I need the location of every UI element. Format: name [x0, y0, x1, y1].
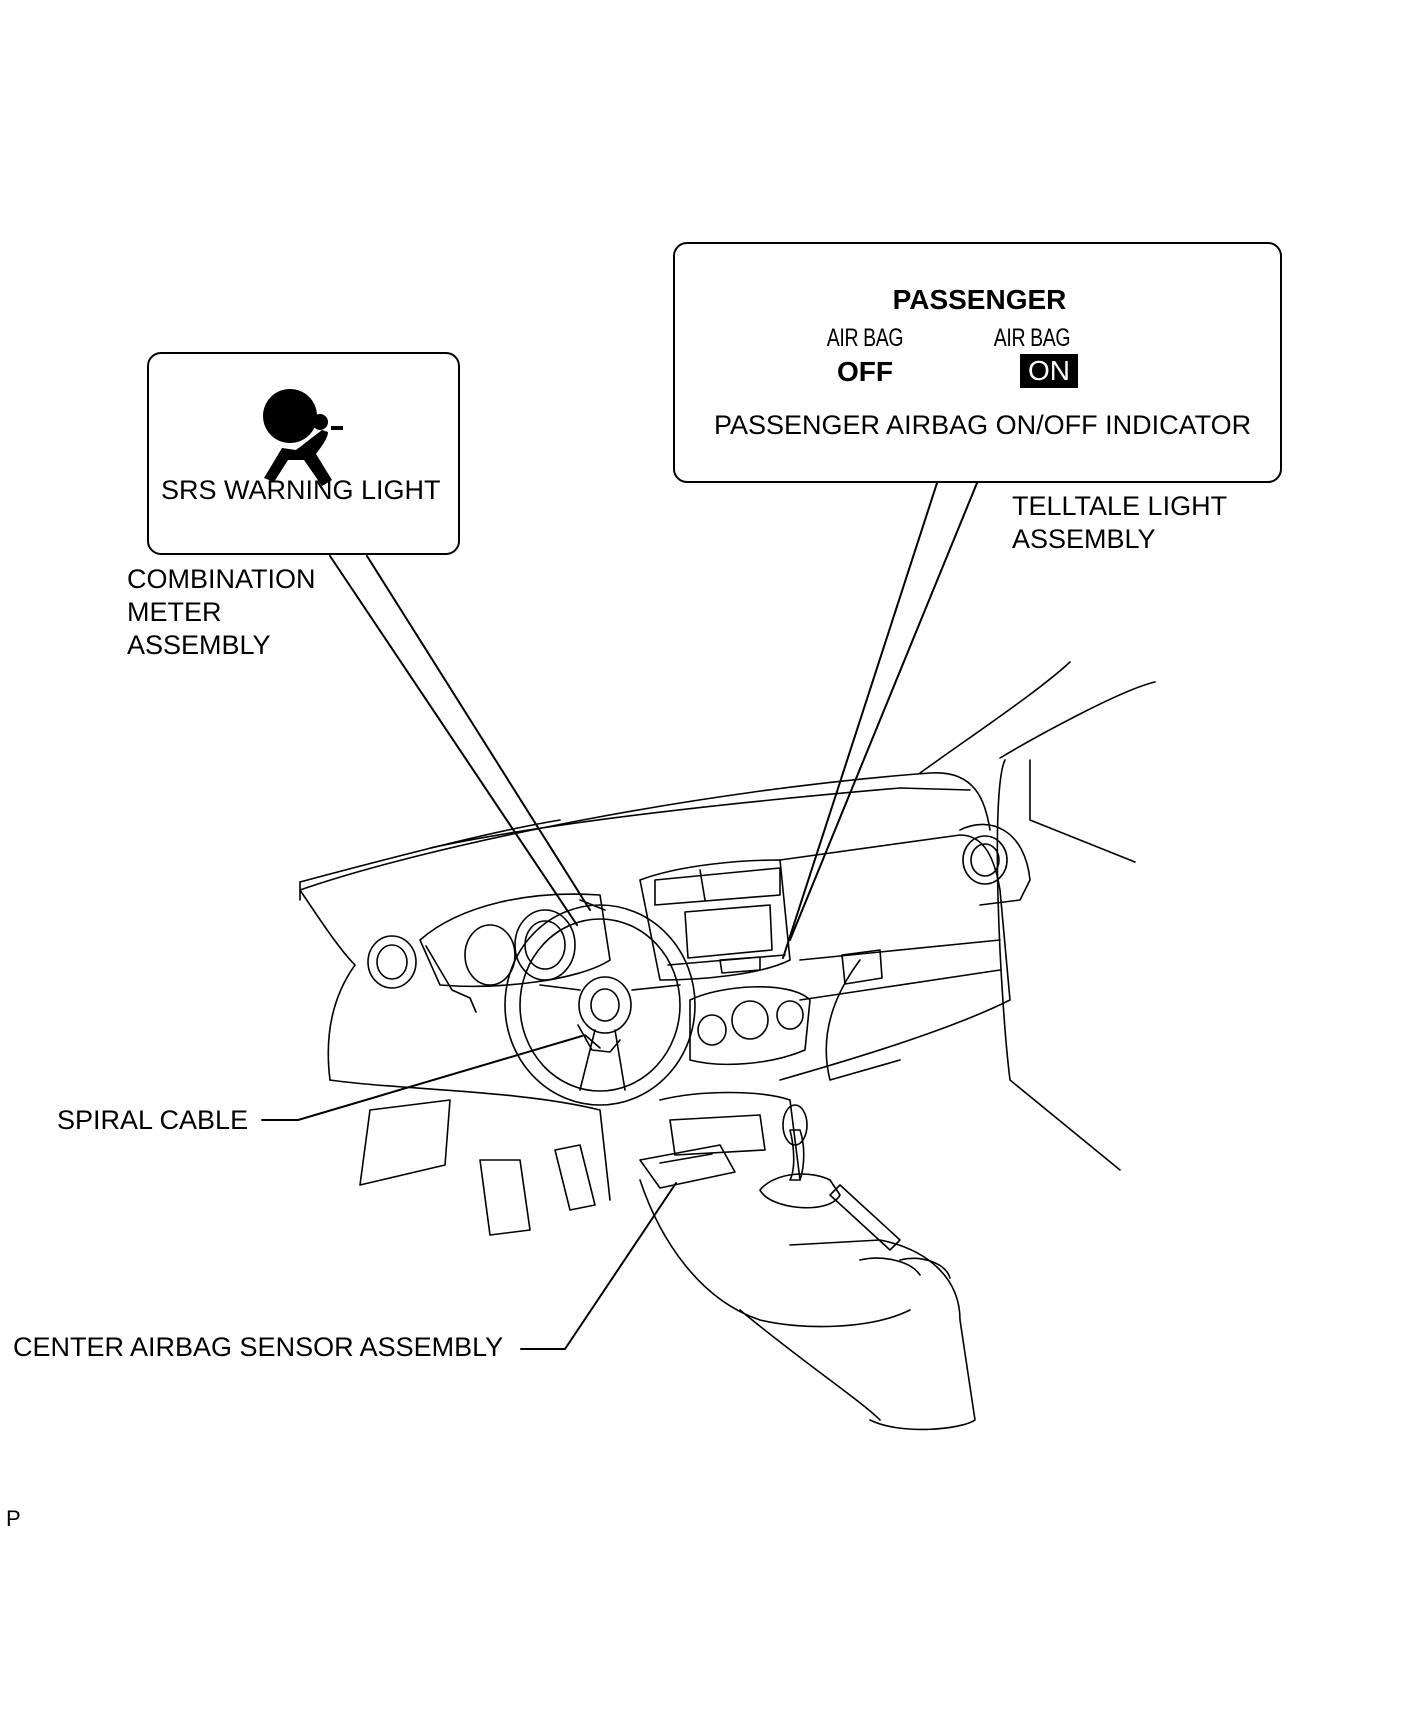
corner-code: P [6, 1506, 21, 1531]
center-stack [639, 859, 791, 981]
climate-knob-left [697, 1014, 727, 1046]
right-vent [962, 835, 1008, 885]
a-pillar-inner [999, 681, 1156, 759]
dash-right-face [779, 834, 1011, 1081]
dash-right-lower [825, 959, 901, 1081]
shifter-knob [782, 1104, 808, 1146]
hazard-strip [667, 954, 786, 974]
right-dash-end [959, 823, 1031, 906]
telltale-light-label: TELLTALE LIGHT ASSEMBLY [1012, 491, 1228, 554]
console-armrest [789, 1239, 976, 1431]
console-front [659, 1091, 801, 1181]
dash-left-side [299, 889, 356, 1081]
indicator-heading: PASSENGER [892, 284, 1067, 315]
console-rear [739, 1309, 881, 1421]
indicator-right-state: ON [1020, 354, 1078, 388]
climate-knob-center [731, 1000, 769, 1040]
left-vent-inner [376, 944, 408, 980]
dash-top [299, 772, 991, 891]
center-airbag-sensor-label: CENTER AIRBAG SENSOR ASSEMBLY [13, 1332, 504, 1362]
indicator-left-state: OFF [837, 356, 893, 387]
steering-wheel-rim-inner [519, 918, 681, 1092]
sensor-unit [639, 1144, 736, 1189]
leader-srs-left [329, 555, 578, 926]
srs-callout-box: SRS WARNING LIGHT [147, 352, 460, 555]
lower-dash-left [329, 1079, 611, 1201]
display-screen [684, 904, 773, 959]
climate-panel [689, 986, 811, 1066]
center-vents [654, 867, 781, 906]
leader-spiral-cable [261, 1035, 583, 1121]
combination-meter-label: COMBINATION METER ASSEMBLY [127, 564, 316, 660]
leader-center-sensor [520, 1182, 677, 1350]
leader-telltale-left [782, 482, 938, 959]
door-frame [996, 759, 1121, 1171]
indicator-right-small: AIR BAG [993, 324, 1071, 352]
left-vent [367, 935, 417, 989]
console-tray [669, 1114, 766, 1156]
airbag-warning-icon [263, 389, 343, 486]
spiral-cable-body [577, 1024, 621, 1053]
meter-gauge-left [464, 924, 516, 986]
dash-brow [429, 787, 971, 849]
climate-knob-right [776, 1000, 804, 1030]
meter-gauge-center-inner [524, 920, 566, 970]
pedal-left [479, 1159, 531, 1236]
cupholders [859, 1257, 951, 1279]
knee-panel [359, 1099, 451, 1186]
glovebox [799, 939, 1001, 1001]
right-vent-inner [970, 843, 1000, 877]
indicator-callout-box: PASSENGER AIR BAG OFF AIR BAG ON PASSENG… [673, 242, 1282, 483]
srs-warning-light-label: SRS WARNING LIGHT [161, 475, 441, 505]
spiral-cable-label: SPIRAL CABLE [57, 1105, 249, 1135]
steering-hub [578, 976, 632, 1034]
leader-srs-right [366, 555, 591, 911]
glovebox-handle [841, 949, 883, 985]
handbrake [829, 1184, 901, 1251]
door-window [1029, 759, 1136, 863]
steering-spokes [539, 984, 681, 1091]
leader-telltale-right [789, 482, 978, 941]
indicator-left-small: AIR BAG [826, 324, 904, 352]
meter-gauge-center [514, 909, 576, 981]
steering-wheel-outer [504, 904, 696, 1106]
pedal-right [554, 1144, 596, 1211]
meter-hood [419, 893, 611, 988]
steering-hub-inner [590, 988, 620, 1022]
console-side [639, 1179, 911, 1328]
passenger-indicator-label: PASSENGER AIRBAG ON/OFF INDICATOR [714, 410, 1252, 440]
shifter-boot [759, 1173, 841, 1209]
a-pillar-line [919, 661, 1071, 774]
